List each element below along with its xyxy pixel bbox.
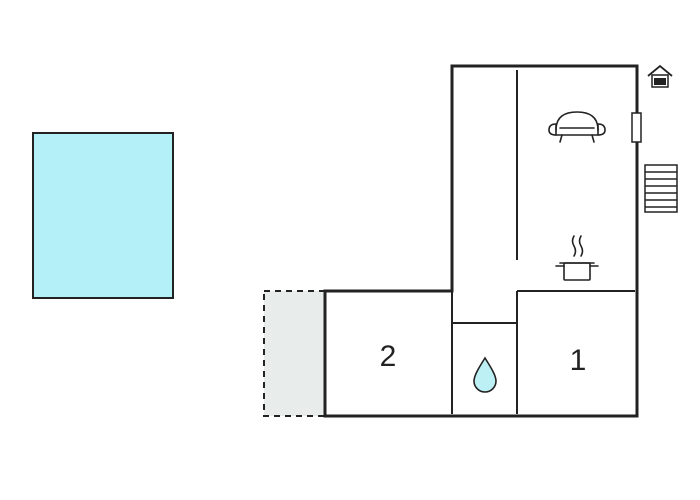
room-label-1: 1 (570, 344, 587, 377)
window (631, 112, 642, 143)
room-label-2: 2 (380, 340, 397, 373)
terrace (263, 290, 326, 417)
water-drop-icon (473, 356, 497, 393)
cooking-pot-icon (555, 235, 599, 281)
house-entrance-icon (647, 64, 673, 88)
swimming-pool (32, 132, 174, 299)
sofa-icon (548, 111, 606, 143)
stairs-icon (644, 164, 678, 213)
interior-walls (451, 70, 635, 414)
